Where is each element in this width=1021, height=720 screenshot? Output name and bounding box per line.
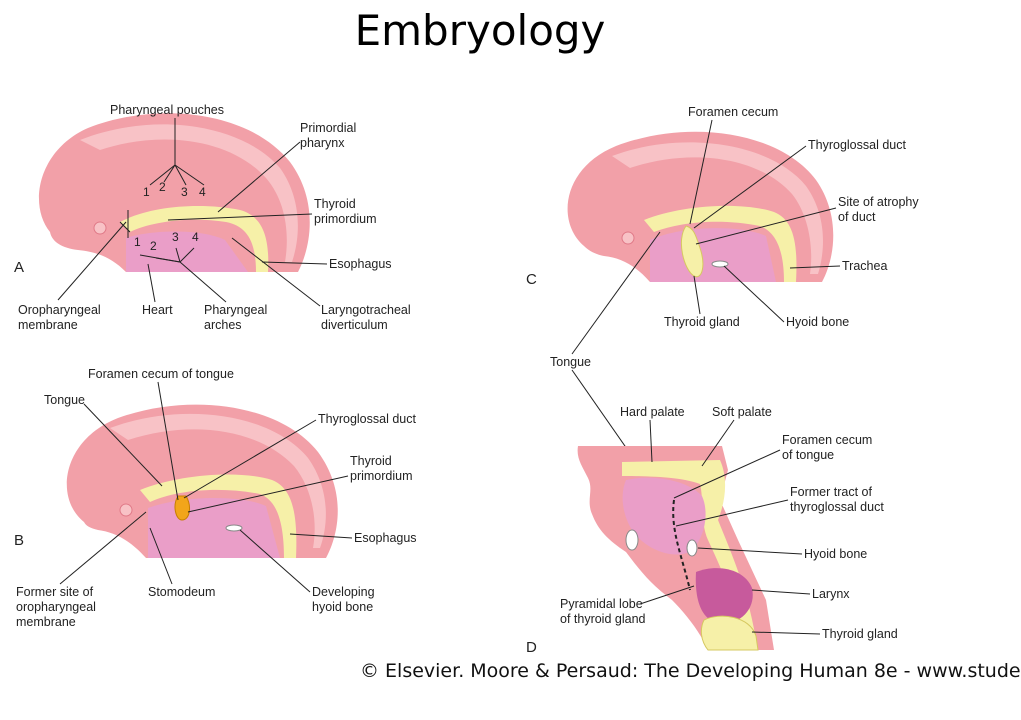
- panel-d-larynx: [695, 568, 753, 624]
- label-thyroid-primordium-a: Thyroid primordium: [314, 197, 377, 226]
- label-tongue-b: Tongue: [44, 393, 85, 407]
- panel-c-embryo-highlight: [612, 142, 823, 274]
- panel-a-letter: A: [14, 259, 24, 276]
- panel-b-thyroid-primordium: [174, 495, 190, 521]
- pouch-number-3: 3: [181, 185, 188, 199]
- label-stomodeum: Stomodeum: [148, 585, 215, 599]
- label-thyroglossal-duct-c: Thyroglossal duct: [808, 138, 906, 152]
- copyright-credit: © Elsevier. Moore & Persaud: The Develop…: [360, 660, 1021, 682]
- label-soft-palate: Soft palate: [712, 405, 772, 419]
- label-foramen-cecum-of-tongue-d: Foramen cecum of tongue: [782, 433, 876, 462]
- panel-d-tongue: [622, 477, 706, 555]
- pouch-number-1: 1: [143, 185, 150, 199]
- panel-a: A Pharyngeal pouches 1 2 3 4 1 2 3 4 Pri…: [14, 103, 414, 332]
- panel-c-hyoid-bone: [711, 260, 729, 268]
- panel-a-embryo-highlight: [80, 124, 298, 262]
- embryology-diagram: A Pharyngeal pouches 1 2 3 4 1 2 3 4 Pri…: [14, 103, 922, 656]
- panel-a-endoderm: [120, 206, 269, 272]
- label-thyroid-gland-d: Thyroid gland: [822, 627, 898, 641]
- label-thyroglossal-duct-b: Thyroglossal duct: [318, 412, 416, 426]
- panel-d-thyroglossal-tract: [672, 499, 691, 591]
- panel-b-hyoid-bone: [225, 524, 243, 532]
- panel-a-heart-region: [126, 231, 248, 272]
- panel-d-letter: D: [526, 639, 537, 656]
- panel-d: D Hard palate Soft palate Foramen cecum …: [526, 405, 898, 656]
- panel-c: C Foramen cecum Thyroglossal duct Site o…: [526, 105, 922, 483]
- label-developing-hyoid-bone: Developing hyoid bone: [312, 585, 378, 614]
- panel-d-thyroid-gland: [700, 615, 759, 651]
- label-former-site: Former site of oropharyngeal membrane: [16, 585, 99, 629]
- label-thyroid-gland-c: Thyroid gland: [664, 315, 740, 329]
- label-foramen-cecum-of-tongue-b: Foramen cecum of tongue: [88, 367, 234, 381]
- panel-c-eye: [621, 231, 635, 245]
- label-hard-palate: Hard palate: [620, 405, 685, 419]
- label-esophagus-a: Esophagus: [329, 257, 392, 271]
- label-primordial-pharynx: Primordial pharynx: [300, 121, 360, 150]
- panel-b-letter: B: [14, 532, 24, 549]
- panel-d-airway: [622, 460, 756, 640]
- arch-number-4: 4: [192, 230, 199, 244]
- panel-c-endoderm: [644, 205, 797, 282]
- label-larynx: Larynx: [812, 587, 850, 601]
- label-oropharyngeal-membrane: Oropharyngeal membrane: [18, 303, 104, 332]
- label-pharyngeal-pouches: Pharyngeal pouches: [110, 103, 224, 117]
- panel-a-eye: [93, 221, 107, 235]
- panel-b-embryo-highlight: [110, 413, 326, 548]
- label-pyramidal-lobe: Pyramidal lobe of thyroid gland: [560, 597, 646, 626]
- label-tongue-shared: Tongue: [550, 355, 591, 369]
- label-laryngotracheal-diverticulum: Laryngotracheal diverticulum: [321, 303, 414, 332]
- arch-number-2: 2: [150, 239, 157, 253]
- pouch-number-2: 2: [159, 180, 166, 194]
- panel-b-mouth-region: [148, 497, 280, 558]
- label-former-tract: Former tract of thyroglossal duct: [790, 485, 884, 514]
- page-title: Embryology: [354, 6, 606, 55]
- pouch-number-4: 4: [199, 185, 206, 199]
- arch-number-1: 1: [134, 235, 141, 249]
- panel-c-thyroid-gland: [681, 225, 704, 278]
- panel-d-mandible: [625, 529, 639, 551]
- arch-number-3: 3: [172, 230, 179, 244]
- label-trachea: Trachea: [842, 259, 887, 273]
- label-esophagus-b: Esophagus: [354, 531, 417, 545]
- label-heart: Heart: [142, 303, 173, 317]
- label-thyroid-primordium-b: Thyroid primordium: [350, 454, 413, 483]
- panel-b-eye: [119, 503, 133, 517]
- label-site-of-atrophy: Site of atrophy of duct: [838, 195, 922, 224]
- label-pharyngeal-arches: Pharyngeal arches: [204, 303, 271, 332]
- panel-d-hyoid-bone: [686, 539, 698, 557]
- label-hyoid-bone-d: Hyoid bone: [804, 547, 867, 561]
- panel-b: B Foramen cecum of tongue Tongue Thyrogl…: [14, 367, 417, 629]
- panel-c-tongue-region: [650, 228, 776, 282]
- label-hyoid-bone-c: Hyoid bone: [786, 315, 849, 329]
- panel-c-letter: C: [526, 271, 537, 288]
- label-foramen-cecum-c: Foramen cecum: [688, 105, 778, 119]
